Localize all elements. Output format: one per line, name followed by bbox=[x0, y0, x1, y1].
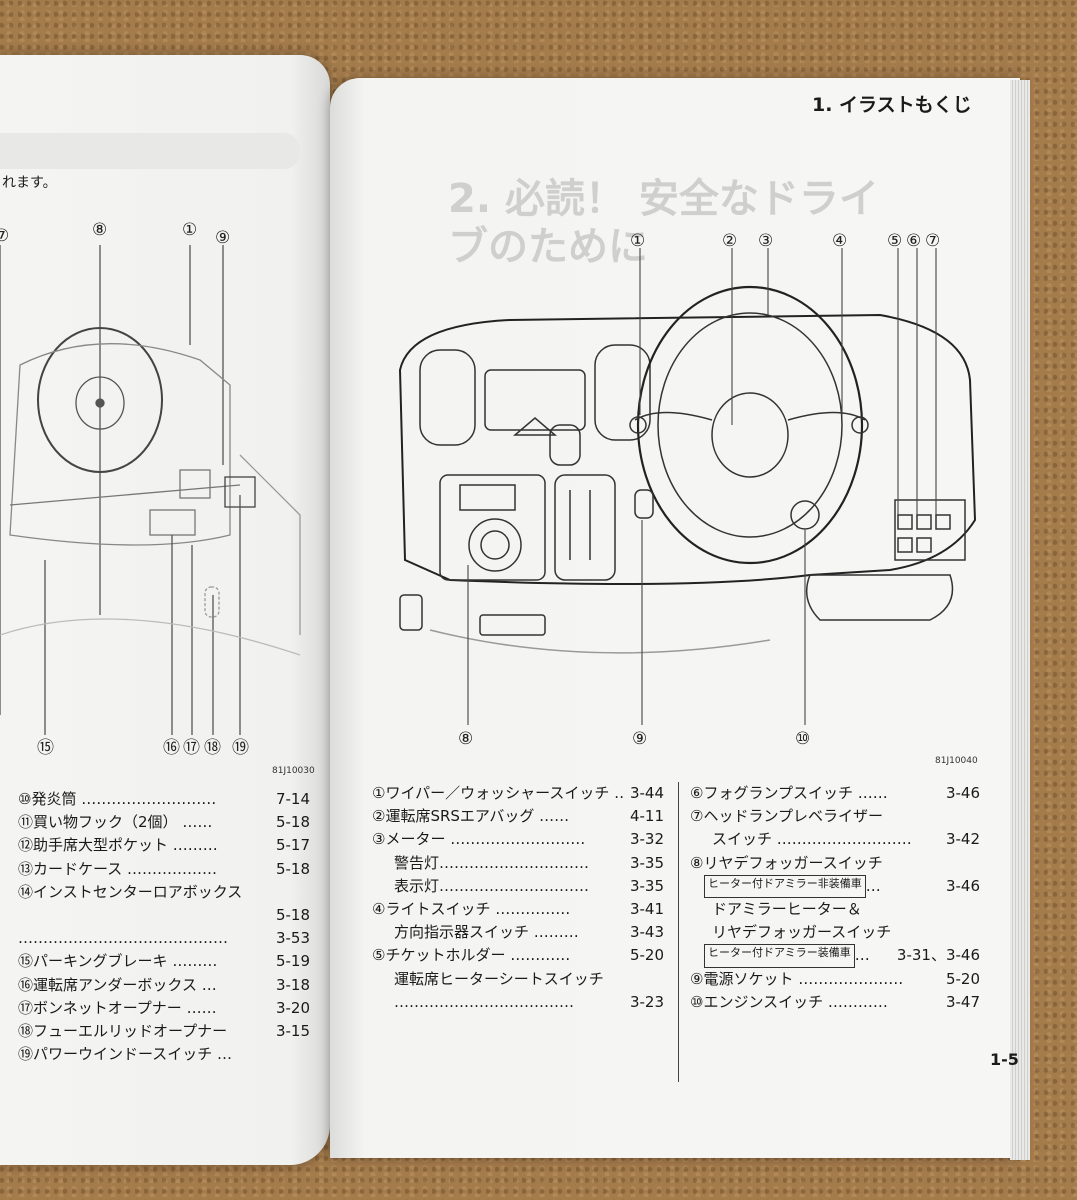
list-item: ⑦ヘッドランプレベライザー bbox=[690, 807, 883, 826]
column-divider bbox=[678, 782, 679, 1082]
list-item: ③メーター ………………………3-32 bbox=[372, 830, 664, 849]
callout-9: ⑨ bbox=[215, 228, 230, 248]
callout-5: ⑤ bbox=[887, 231, 902, 251]
list-item: ⑮パーキングブレーキ ………5-19 bbox=[18, 952, 310, 971]
equipment-tag: ヒーター付ドアミラー非装備車 bbox=[704, 874, 866, 899]
list-item: ………………………………3-23 bbox=[394, 992, 664, 1011]
callout-9: ⑨ bbox=[632, 729, 647, 749]
callout-3: ③ bbox=[758, 231, 773, 251]
callout-2: ② bbox=[722, 231, 737, 251]
right-index-list-col2: ⑥フォグランプスイッチ ……3-46 ⑦ヘッドランプレベライザー スイッチ ……… bbox=[690, 782, 980, 1014]
list-item: ②運転席SRSエアバッグ ……4-11 bbox=[372, 807, 664, 826]
left-dashboard-illustration: ⑦ ⑧ ① ⑨ ⑮ ⑯ ⑰ ⑱ ⑲ bbox=[0, 215, 320, 775]
list-item: ⑬カードケース ………………5-18 bbox=[18, 859, 310, 878]
list-item: ……………………………………3-53 bbox=[18, 929, 310, 948]
left-page bbox=[0, 55, 330, 1165]
list-item: ⑲パワーウインドースイッチ … bbox=[18, 1045, 233, 1064]
callout-1: ① bbox=[182, 220, 197, 240]
callout-4: ④ bbox=[832, 231, 847, 251]
callout-10: ⑩ bbox=[795, 729, 810, 749]
left-figure-code: 81J10030 bbox=[272, 766, 315, 776]
list-item: ④ライトスイッチ ……………3-41 bbox=[372, 900, 664, 919]
left-index-list: ⑩発炎筒 ………………………7-14 ⑪買い物フック（2個） ……5-18 ⑫助… bbox=[18, 788, 310, 1066]
list-item: 警告灯…………………………3-35 bbox=[394, 853, 664, 872]
list-item: 運転席ヒーターシートスイッチ bbox=[394, 969, 604, 988]
callout-18: ⑱ bbox=[204, 738, 221, 758]
callout-15: ⑮ bbox=[37, 738, 54, 758]
list-item: ⑭インストセンターロアボックス bbox=[18, 882, 243, 901]
list-item: 5-18 bbox=[275, 906, 310, 925]
list-item: ⑧リヤデフォッガースイッチ bbox=[690, 853, 883, 872]
list-item: ⑩発炎筒 ………………………7-14 bbox=[18, 790, 310, 808]
page-edges bbox=[1010, 80, 1030, 1160]
equipment-tag: ヒーター付ドアミラー装備車 bbox=[704, 944, 855, 968]
right-dashboard-illustration: ① ② ③ ④ ⑤ ⑥ ⑦ ⑧ ⑨ ⑩ bbox=[390, 230, 980, 760]
list-item: ⑰ボンネットオープナー ……3-20 bbox=[18, 998, 310, 1017]
list-item: ⑫助手席大型ポケット ………5-17 bbox=[18, 836, 310, 855]
callout-6: ⑥ bbox=[906, 231, 921, 251]
callout-16: ⑯ bbox=[163, 738, 180, 758]
callout-1: ① bbox=[630, 231, 645, 251]
list-item: ①ワイパー／ウォッシャースイッチ …3-44 bbox=[372, 784, 664, 802]
list-item: リヤデフォッガースイッチ bbox=[712, 923, 892, 942]
left-intro-text: れます。 bbox=[2, 175, 57, 191]
right-figure-code: 81J10040 bbox=[935, 756, 978, 766]
right-page bbox=[330, 78, 1020, 1158]
left-header-band bbox=[0, 133, 300, 169]
right-index-list-col1: ①ワイパー／ウォッシャースイッチ …3-44 ②運転席SRSエアバッグ ……4-… bbox=[372, 782, 664, 1014]
list-item: スイッチ ………………………3-42 bbox=[712, 830, 980, 849]
list-item: ⑨電源ソケット …………………5-20 bbox=[690, 969, 980, 988]
callout-17: ⑰ bbox=[183, 738, 200, 758]
page-number: 1-5 bbox=[990, 1050, 1019, 1069]
callout-8: ⑧ bbox=[92, 220, 107, 240]
list-item: ヒーター付ドアミラー装備車…3-31、3-46 bbox=[690, 944, 980, 968]
list-item: ⑥フォグランプスイッチ ……3-46 bbox=[690, 784, 980, 802]
list-item: 方向指示器スイッチ ………3-43 bbox=[394, 923, 664, 942]
list-item: ドアミラーヒーター＆ bbox=[712, 900, 862, 919]
list-item: ⑩エンジンスイッチ …………3-47 bbox=[690, 992, 980, 1011]
bleed-through-heading: 2. 必読！ 安全なドライブのために bbox=[448, 176, 879, 270]
section-title: 1. イラストもくじ bbox=[812, 94, 972, 116]
list-item: 表示灯…………………………3-35 bbox=[394, 876, 664, 895]
list-item: ⑪買い物フック（2個） ……5-18 bbox=[18, 813, 310, 832]
list-item: ⑤チケットホルダー …………5-20 bbox=[372, 946, 664, 965]
list-item: ⑯運転席アンダーボックス …3-18 bbox=[18, 975, 310, 994]
list-item: ヒーター付ドアミラー非装備車…3-46 bbox=[690, 874, 980, 899]
callout-19: ⑲ bbox=[232, 738, 249, 758]
callout-7: ⑦ bbox=[0, 226, 9, 246]
callout-7: ⑦ bbox=[925, 231, 940, 251]
callout-8: ⑧ bbox=[458, 729, 473, 749]
